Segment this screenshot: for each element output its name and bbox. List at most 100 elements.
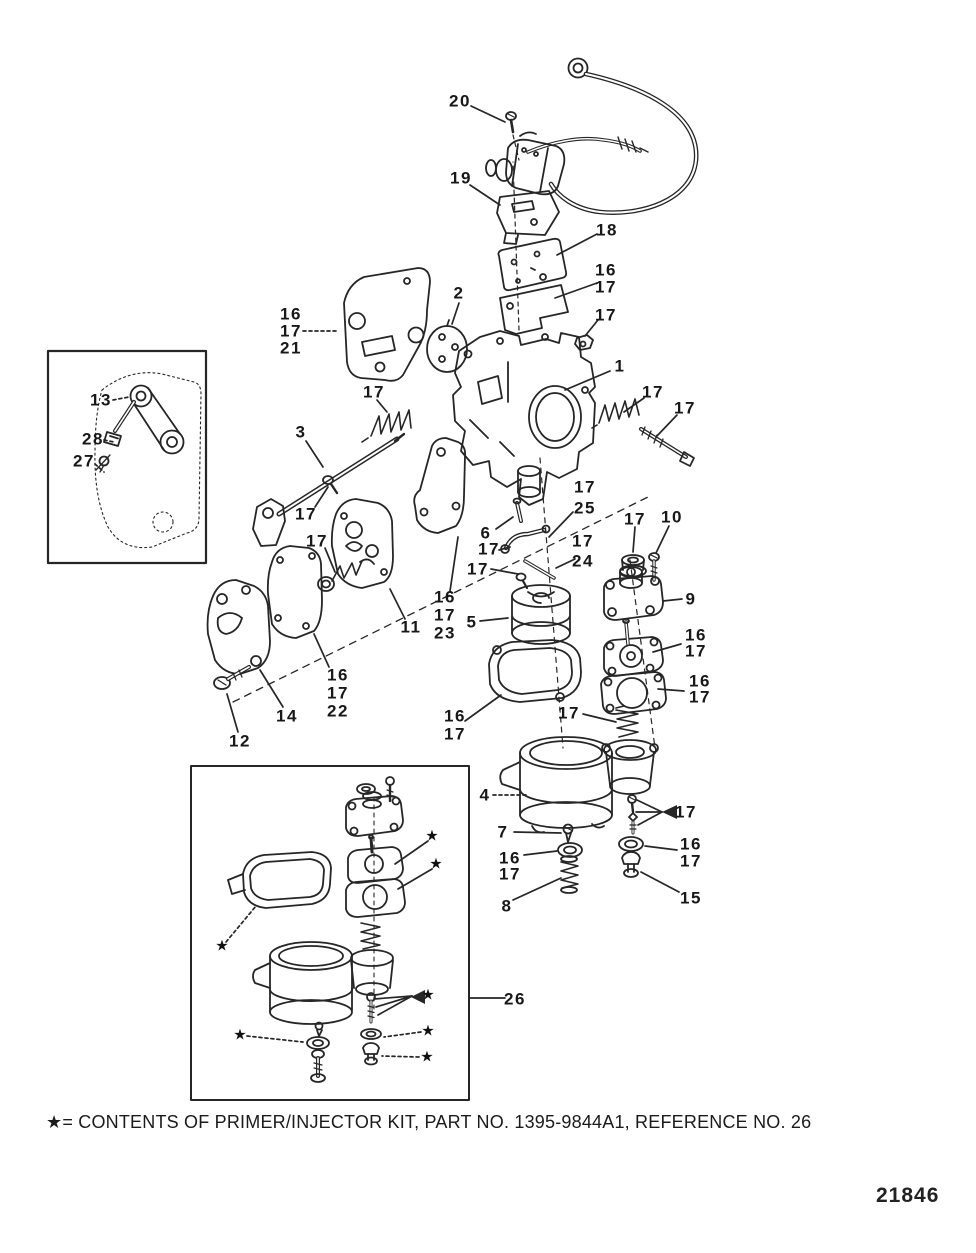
part-number-label: 28 <box>82 429 104 449</box>
float-5-art <box>511 584 571 645</box>
leader-line <box>490 568 519 575</box>
part-number-label: 17 <box>434 605 456 625</box>
part-number-label: 17 <box>595 277 617 297</box>
part-number-label: 15 <box>680 888 702 908</box>
leader-line <box>314 486 329 508</box>
float-bowl-4-art <box>499 736 613 834</box>
part-number-label: 4 <box>479 785 491 805</box>
inset-box-primer-kit <box>190 765 470 1101</box>
link-cluster-art <box>500 497 556 590</box>
leader-line <box>657 688 685 692</box>
kit-star-marker: ★ <box>429 855 443 873</box>
plate-18-art <box>497 237 568 292</box>
leader-line <box>313 633 330 668</box>
leader-line <box>469 184 501 206</box>
leader-line <box>662 598 683 602</box>
part-number-label: 17 <box>674 398 696 418</box>
leader-line <box>324 547 336 573</box>
kit-star-marker: ★ <box>233 1026 247 1044</box>
leader-line <box>513 831 562 834</box>
leader-line <box>556 233 598 256</box>
screw-17-rod-art <box>322 475 339 495</box>
leader-line <box>389 588 406 620</box>
leader-line <box>644 845 678 851</box>
idle-spring-needle-art <box>591 398 695 467</box>
part-number-label: 25 <box>574 498 596 518</box>
leader-line <box>652 643 682 653</box>
leader-line <box>103 439 115 443</box>
part-number-label: 17 <box>572 531 594 551</box>
leader-line <box>564 370 611 391</box>
part-number-label: 13 <box>90 390 112 410</box>
primer-solenoid-art <box>485 131 566 196</box>
pump-spring-art <box>615 705 639 738</box>
leader-line <box>373 995 413 1000</box>
leader-line <box>655 525 670 554</box>
part-number-label: 14 <box>276 706 298 726</box>
kit-star-marker: ★ <box>425 827 439 845</box>
part-number-label: 17 <box>444 724 466 744</box>
leader-line <box>555 558 576 569</box>
part-number-label: 26 <box>504 989 526 1009</box>
part-number-label: 19 <box>450 168 472 188</box>
part-number-label: 17 <box>467 559 489 579</box>
leader-line <box>449 536 459 592</box>
washer-right-art <box>618 836 644 852</box>
screw-20-art <box>505 111 520 331</box>
inset-box-detail <box>46 349 208 565</box>
part-number-label: 17 <box>280 321 302 341</box>
part-number-label: 21 <box>280 338 302 358</box>
part-number-label: 17 <box>574 477 596 497</box>
part-number-label: 17 <box>675 802 697 822</box>
leader-line <box>470 105 506 123</box>
part-number-label: 17 <box>478 539 500 559</box>
screw-12-art <box>213 665 251 690</box>
part-number-label: 7 <box>497 822 509 842</box>
pump-diaphragm-art <box>603 618 664 677</box>
leader-line <box>512 877 562 901</box>
part-number-label: 17 <box>558 703 580 723</box>
part-number-label: 16 <box>327 665 349 685</box>
kit-star-marker: ★ <box>420 1048 434 1066</box>
washer-left-art <box>557 842 583 858</box>
part-number-label: 23 <box>434 623 456 643</box>
part-number-label: 16 <box>444 706 466 726</box>
leader-line <box>225 905 257 943</box>
leader-line <box>305 440 324 468</box>
leader-line <box>495 516 514 530</box>
part-number-label: 6 <box>480 523 492 543</box>
throttle-spring-art <box>361 409 412 443</box>
leader-line <box>636 799 663 813</box>
part-number-label: 18 <box>596 220 618 240</box>
part-number-label: 1 <box>614 356 626 376</box>
kit-star-marker: ★ <box>421 1022 435 1040</box>
pump-body-11-art <box>330 498 394 589</box>
leader-line <box>451 302 460 325</box>
pump-cover-9-art <box>603 566 664 621</box>
leader-line <box>112 396 130 401</box>
leader-line <box>523 850 558 856</box>
carburetor-body-art <box>452 330 596 749</box>
part-number-label: 20 <box>449 91 471 111</box>
leader-line <box>94 463 105 473</box>
bracket-19-art <box>496 190 560 245</box>
part-number-label: 5 <box>466 612 478 632</box>
leader-line <box>554 282 598 299</box>
leader-line <box>259 669 284 708</box>
pump-gasket-ring-art <box>600 671 667 715</box>
part-number-label: 10 <box>661 507 683 527</box>
gasket-23-art <box>413 437 467 534</box>
leader-line <box>464 694 502 722</box>
valve-15-art <box>621 851 641 878</box>
leader-line <box>479 617 509 622</box>
part-number-label: 17 <box>363 382 385 402</box>
part-number-label: 27 <box>73 451 95 471</box>
spring-8-art <box>560 855 579 894</box>
part-number-label: 17 <box>685 641 707 661</box>
leader-line <box>381 1055 420 1058</box>
leader-line <box>640 871 680 893</box>
part-number-label: 16 <box>499 848 521 868</box>
part-number-label: 17 <box>595 305 617 325</box>
